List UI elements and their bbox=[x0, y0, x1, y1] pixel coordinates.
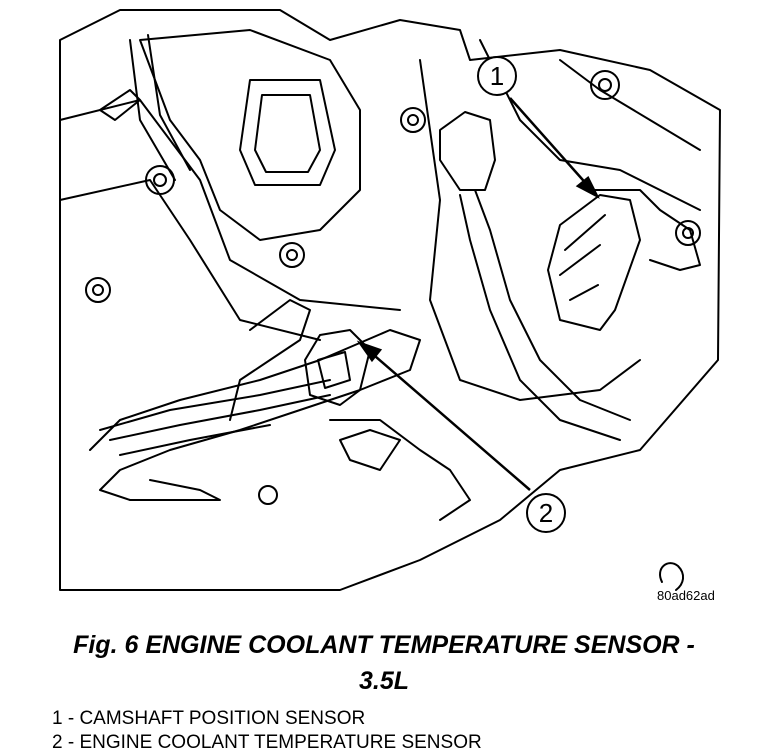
callout-arrow-1 bbox=[509, 97, 591, 189]
legend-item: 1 - CAMSHAFT POSITION SENSOR bbox=[52, 708, 366, 729]
legend-item: 2 - ENGINE COOLANT TEMPERATURE SENSOR bbox=[52, 732, 482, 753]
bolts bbox=[85, 70, 701, 505]
legend: 1 - CAMSHAFT POSITION SENSOR 2 - ENGINE … bbox=[52, 707, 482, 755]
caption-line-1: Fig. 6 ENGINE COOLANT TEMPERATURE SENSOR… bbox=[73, 631, 695, 659]
camshaft-sensor-connector bbox=[547, 194, 641, 331]
callout-arrow-2 bbox=[367, 349, 531, 491]
callout-2-number: 2 bbox=[539, 498, 553, 528]
image-code: 80ad62ad bbox=[657, 588, 715, 603]
logo-mark bbox=[659, 562, 684, 591]
port-square bbox=[239, 79, 336, 186]
callout-1-number: 1 bbox=[490, 61, 504, 91]
callout-arrows bbox=[356, 97, 600, 491]
wiring-harness bbox=[89, 329, 421, 501]
figure-caption: Fig. 6 ENGINE COOLANT TEMPERATURE SENSOR… bbox=[0, 627, 768, 699]
dipstick-tube bbox=[129, 34, 191, 181]
engine-block-outline bbox=[59, 9, 721, 591]
upper-housing bbox=[139, 29, 361, 241]
callout-2: 2 bbox=[526, 493, 566, 533]
ect-sensor-connector bbox=[304, 329, 371, 406]
harness-connector bbox=[439, 111, 496, 191]
callout-1: 1 bbox=[477, 56, 517, 96]
caption-line-2: 3.5L bbox=[358, 667, 410, 695]
engine-illustration: 1 2 bbox=[59, 9, 721, 591]
